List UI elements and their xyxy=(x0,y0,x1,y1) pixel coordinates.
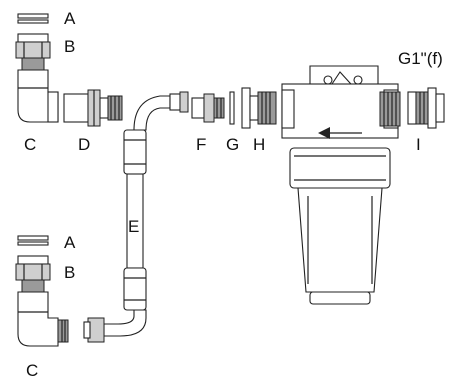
label-thread-size: G1"(f) xyxy=(398,49,443,68)
label-d: D xyxy=(78,135,90,154)
elbow-c-top xyxy=(17,69,59,123)
label-e: E xyxy=(128,217,139,236)
nut-b-top xyxy=(15,33,51,71)
washer-a-bottom xyxy=(17,235,49,246)
fitting-d xyxy=(63,89,123,127)
label-a-top: A xyxy=(64,9,76,28)
fitting-i xyxy=(407,87,445,129)
washer-a-top xyxy=(17,13,49,24)
nut-b-bottom xyxy=(15,255,51,293)
label-b-bottom: B xyxy=(64,263,75,282)
filter-housing xyxy=(281,65,401,305)
flow-arrow-head xyxy=(318,127,330,139)
label-h: H xyxy=(253,135,265,154)
label-c-bottom: C xyxy=(26,361,38,378)
label-i: I xyxy=(416,135,421,154)
label-a-bottom: A xyxy=(64,233,76,252)
hose-e xyxy=(83,91,189,343)
label-c-top: C xyxy=(24,135,36,154)
gasket-g xyxy=(229,91,235,125)
label-f: F xyxy=(196,135,206,154)
adapter-h xyxy=(241,87,277,129)
label-b-top: B xyxy=(64,37,75,56)
fitting-f xyxy=(191,93,225,123)
label-g: G xyxy=(226,135,239,154)
elbow-c-bottom xyxy=(17,291,69,347)
